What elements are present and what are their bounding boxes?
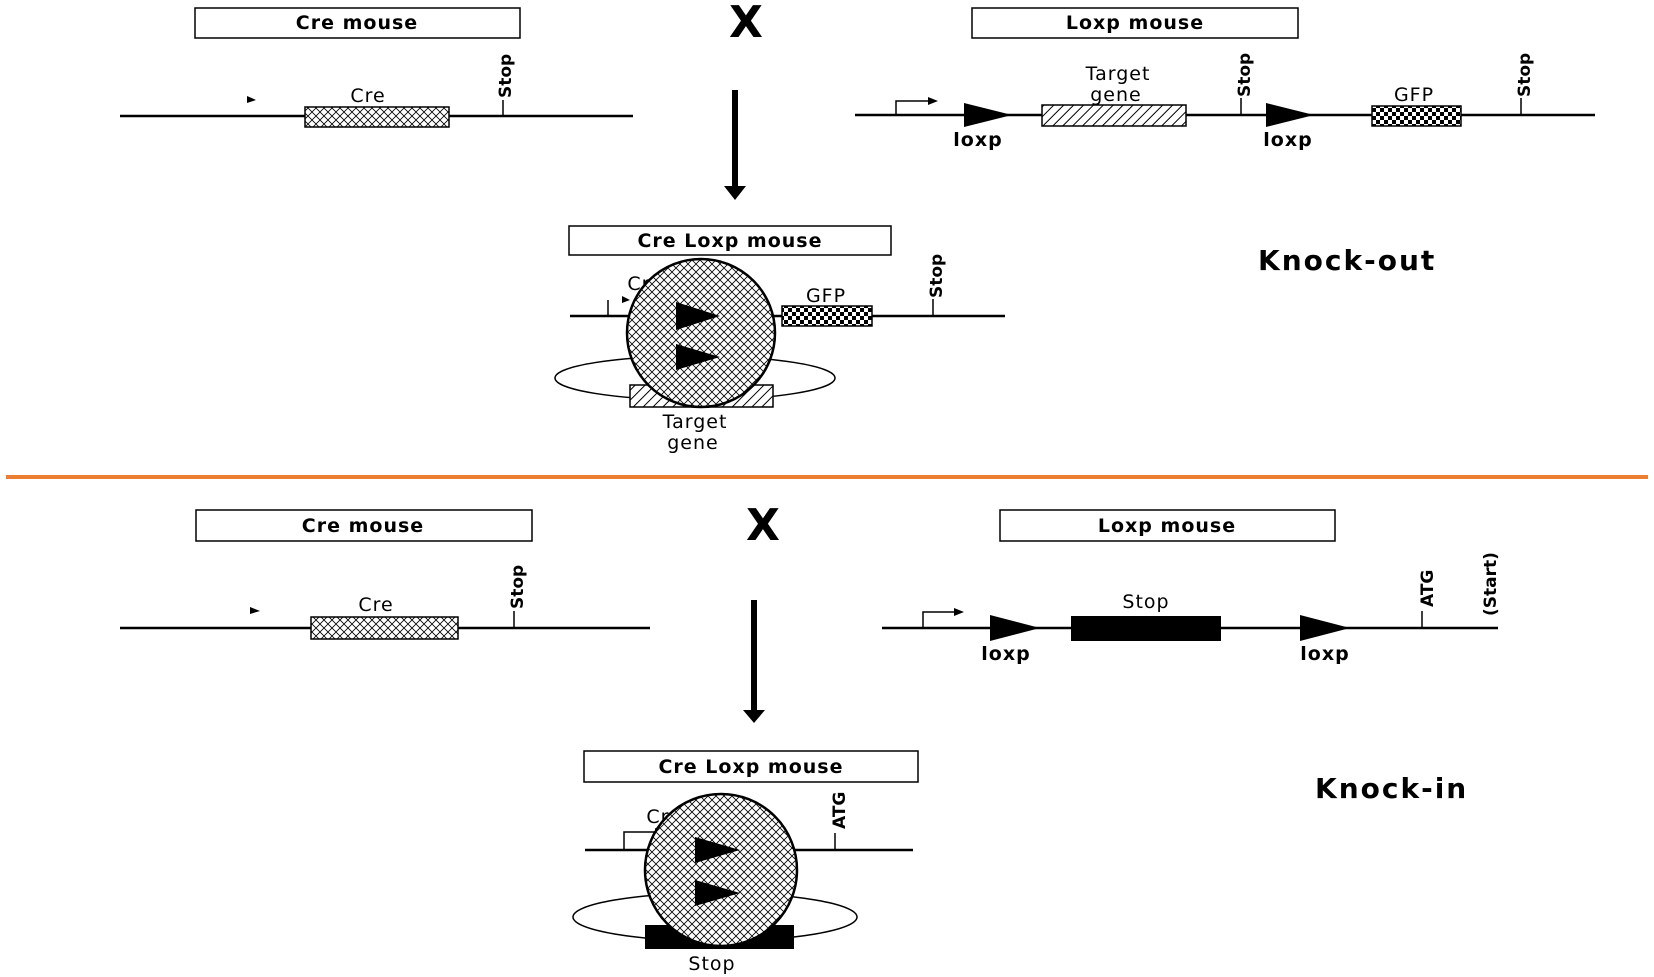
ko-cross-symbol: X bbox=[729, 0, 763, 48]
ki-stop-block-label: Stop bbox=[1122, 591, 1169, 613]
ko-loxp2-triangle-icon bbox=[1266, 103, 1314, 127]
ko-result-target-label-line2: gene bbox=[667, 432, 718, 454]
ko-result-stop-label: Stop bbox=[927, 254, 947, 298]
ki-loxp-promoter-line bbox=[922, 611, 960, 628]
ko-loxp-stop1-label: Stop bbox=[1235, 53, 1255, 97]
ko-cre-stop-label: Stop bbox=[496, 54, 516, 98]
knock-in-title: Knock-in bbox=[1315, 772, 1468, 805]
ko-loxp-promoter-line bbox=[895, 100, 934, 115]
knock-out-section: Cre mouse X Loxp mouse Cre Stop loxp Tar… bbox=[120, 0, 1595, 454]
ko-result-label: Cre Loxp mouse bbox=[637, 230, 822, 252]
ko-result-loxp2-icon bbox=[676, 344, 720, 370]
ki-atg-label: ATG bbox=[1418, 570, 1438, 607]
ko-result-gfp-label: GFP bbox=[806, 285, 846, 307]
ki-cre-promoter-icon bbox=[250, 607, 260, 614]
ko-result-target-label-line1: Target bbox=[662, 411, 728, 433]
ki-cre-gene-block bbox=[310, 616, 459, 640]
ki-loxp1-label: loxp bbox=[981, 643, 1030, 665]
ko-loxp-stop2-label: Stop bbox=[1515, 53, 1535, 97]
ki-loxp-promoter-arrow-icon bbox=[954, 608, 964, 616]
ki-result-atg-label: ATG bbox=[830, 792, 850, 829]
ko-target-gene-block bbox=[1041, 104, 1187, 127]
ki-stop-block bbox=[1071, 616, 1221, 641]
ko-cre-construct: Cre Stop bbox=[120, 54, 633, 128]
ko-loxp1-triangle-icon bbox=[964, 103, 1012, 127]
ko-target-label-line1: Target bbox=[1085, 63, 1151, 85]
ki-result-box bbox=[583, 750, 919, 783]
ko-result-gfp-block bbox=[781, 305, 873, 327]
ki-result-label: Cre Loxp mouse bbox=[658, 756, 843, 778]
ko-gfp-label: GFP bbox=[1394, 84, 1434, 106]
ko-result-promoter-icon bbox=[622, 296, 630, 303]
ki-loxp-mouse-label: Loxp mouse bbox=[1098, 515, 1236, 537]
ko-cre-gene-label: Cre bbox=[350, 85, 385, 107]
ki-result-construct: Cre ATG Stop bbox=[572, 792, 913, 975]
ki-cre-mouse-label: Cre mouse bbox=[302, 515, 424, 537]
ko-loxp-mouse-box bbox=[971, 7, 1299, 39]
ko-cre-gene-block bbox=[304, 106, 450, 128]
ki-start-label: (Start) bbox=[1481, 552, 1501, 616]
ko-loxp-mouse-label: Loxp mouse bbox=[1066, 12, 1204, 34]
ki-cre-stop-label: Stop bbox=[508, 565, 528, 609]
ki-loxp1-triangle-icon bbox=[990, 615, 1040, 641]
ki-cre-mouse-box bbox=[195, 509, 533, 542]
knock-out-title: Knock-out bbox=[1258, 244, 1436, 277]
ko-cre-promoter-icon bbox=[247, 96, 256, 103]
ki-loxp-construct: loxp Stop loxp ATG (Start) bbox=[882, 552, 1501, 665]
ki-cre-recombinase-circle bbox=[643, 792, 799, 948]
ko-down-arrow-icon bbox=[724, 90, 746, 200]
ko-result-construct: Cre GFP Stop Target gene bbox=[554, 254, 1005, 454]
ki-result-loxp2-icon bbox=[695, 880, 740, 906]
ko-cre-mouse-label: Cre mouse bbox=[296, 12, 418, 34]
ko-result-loxp1-icon bbox=[676, 302, 720, 330]
ki-loxp-mouse-box bbox=[999, 509, 1336, 542]
ko-cre-recombinase-circle bbox=[625, 257, 777, 409]
ko-cre-mouse-box bbox=[194, 7, 521, 39]
ko-loxp-construct: loxp Target gene Stop loxp GFP Stop bbox=[855, 53, 1595, 151]
ko-result-box bbox=[568, 225, 892, 256]
ko-loxp1-label: loxp bbox=[953, 129, 1002, 151]
ko-gfp-block bbox=[1371, 105, 1462, 127]
ki-result-stop-label: Stop bbox=[688, 953, 735, 975]
ki-cre-gene-label: Cre bbox=[358, 594, 393, 616]
ki-result-promoter-line bbox=[623, 831, 660, 850]
ki-loxp2-label: loxp bbox=[1300, 643, 1349, 665]
ki-result-loxp1-icon bbox=[695, 837, 740, 863]
ko-target-label-line2: gene bbox=[1090, 84, 1141, 106]
ki-down-arrow-icon bbox=[743, 600, 765, 723]
ki-cross-symbol: X bbox=[746, 500, 780, 551]
knock-in-section: Cre mouse X Loxp mouse Cre Stop loxp Sto… bbox=[120, 500, 1501, 975]
ki-cre-construct: Cre Stop bbox=[120, 565, 650, 640]
ki-loxp2-triangle-icon bbox=[1300, 615, 1350, 641]
ko-loxp2-label: loxp bbox=[1263, 129, 1312, 151]
ko-loxp-promoter-arrow-icon bbox=[928, 97, 938, 105]
